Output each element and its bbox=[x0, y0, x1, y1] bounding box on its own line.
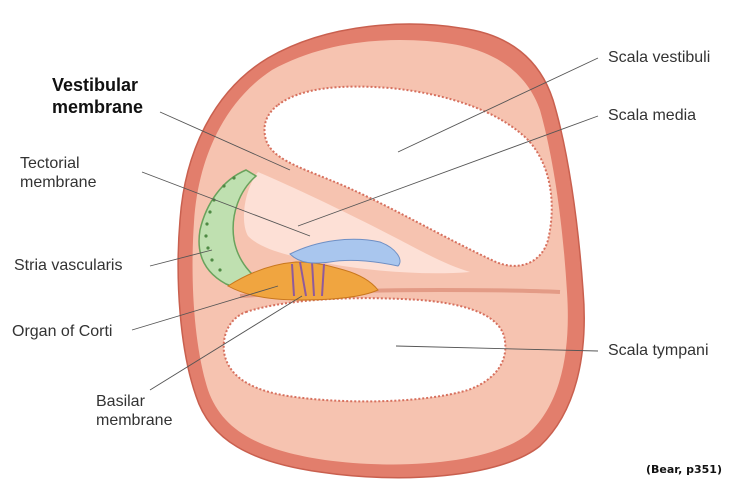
label-scala-tympani: Scala tympani bbox=[608, 342, 709, 359]
label-tectorial-line2: membrane bbox=[20, 174, 97, 191]
label-tectorial-membrane: Tectorial membrane bbox=[20, 154, 96, 192]
leader-stria-vascularis bbox=[149, 249, 213, 267]
scala-tympani-chamber bbox=[222, 297, 507, 403]
label-vestibular-membrane: Vestibular membrane bbox=[52, 75, 144, 117]
scala-media-chamber bbox=[243, 172, 470, 274]
label-basilar-line2: membrane bbox=[96, 412, 173, 429]
tectorial-membrane-tissue bbox=[289, 238, 401, 267]
label-organ-of-corti: Organ of Corti bbox=[12, 323, 113, 340]
leader-basilar-membrane bbox=[149, 295, 303, 391]
label-basilar-membrane: Basilar membrane bbox=[96, 392, 172, 430]
label-tectorial-line1: Tectorial bbox=[20, 155, 80, 172]
citation: (Bear, p351) bbox=[646, 463, 722, 476]
organ-of-corti-pillars bbox=[291, 261, 325, 297]
leader-scala-vestibuli bbox=[397, 57, 599, 153]
scala-vestibuli-chamber bbox=[263, 85, 553, 267]
label-scala-vestibuli: Scala vestibuli bbox=[608, 49, 711, 66]
leader-tectorial-membrane bbox=[141, 171, 311, 237]
leader-lines bbox=[131, 57, 599, 391]
label-scala-media: Scala media bbox=[608, 107, 697, 124]
leader-organ-of-corti bbox=[131, 285, 279, 331]
leader-scala-tympani bbox=[395, 345, 599, 352]
label-stria-vascularis: Stria vascularis bbox=[14, 257, 123, 274]
leader-vestibular-membrane bbox=[159, 111, 291, 171]
leader-scala-media bbox=[297, 115, 599, 227]
label-basilar-line1: Basilar bbox=[96, 393, 145, 410]
